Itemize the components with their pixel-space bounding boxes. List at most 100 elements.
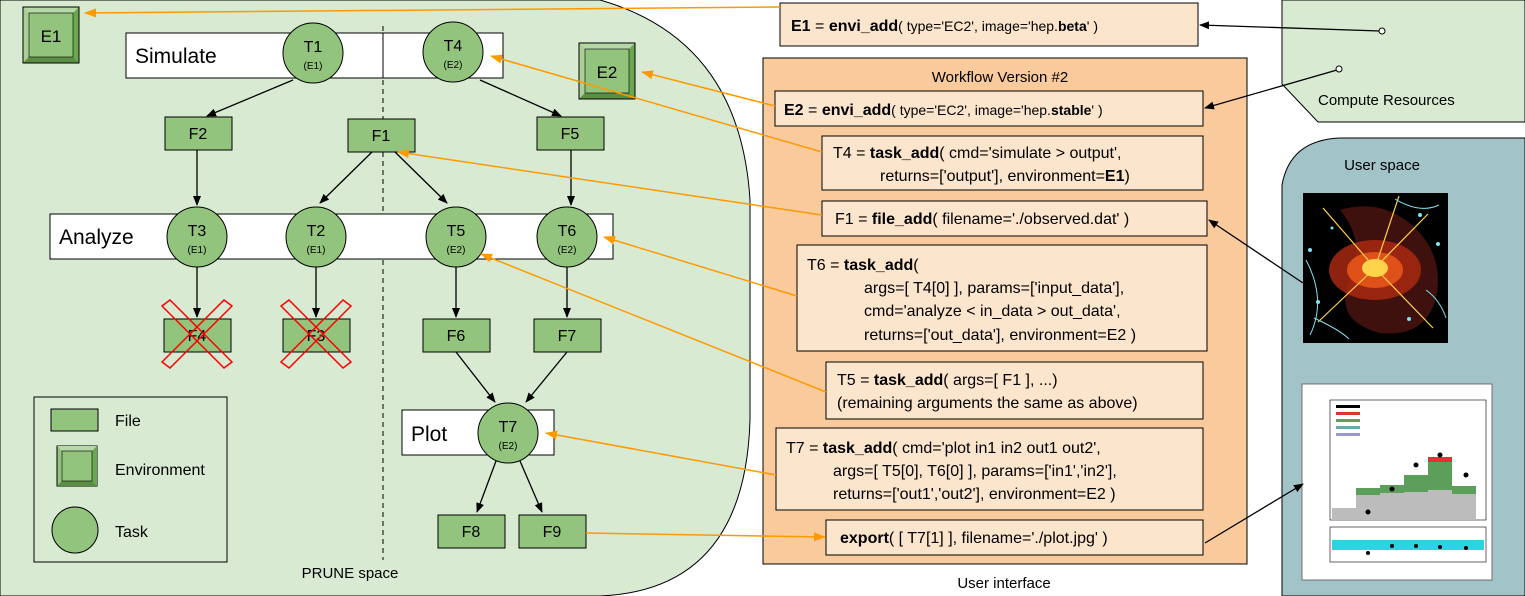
code-t6-line4: returns=['out_data'], environment=E2 )	[864, 327, 1136, 344]
file-F4	[163, 318, 232, 353]
code-e1-text: E1 = envi_add( type='EC2', image='hep.be…	[791, 18, 1098, 35]
code-token: )	[1124, 168, 1129, 185]
task-id: T3	[188, 223, 207, 240]
task-T2	[285, 206, 347, 268]
orange-links	[84, 6, 827, 542]
code-token: T4 =	[833, 145, 870, 162]
task-env: (E2)	[558, 245, 577, 256]
compute-resources-label: Compute Resources	[1318, 92, 1455, 109]
stage-simulate-bar	[125, 32, 390, 79]
task-env: (E2)	[447, 245, 466, 256]
code-token: ( args=[ F1 ], ...)	[943, 372, 1057, 389]
env-E1	[22, 6, 80, 64]
code-token: T7 =	[786, 440, 823, 457]
code-token: task_add	[874, 372, 943, 389]
deleted-file-marks	[160, 299, 353, 369]
particle-collision-image	[1303, 193, 1448, 343]
code-token: T5 =	[837, 372, 874, 389]
code-token: ' )	[1087, 18, 1098, 34]
code-e2-text: E2 = envi_add( type='EC2', image='hep.st…	[784, 102, 1103, 119]
env-label: E2	[597, 63, 618, 82]
file-F3	[282, 318, 351, 353]
file-F1	[347, 118, 416, 153]
code-token: =	[811, 18, 829, 35]
code-token: envi_add	[822, 102, 891, 119]
env-label: E1	[41, 27, 62, 46]
code-token: returns=['output'], environment=	[880, 168, 1105, 185]
code-t5-line1: T5 = task_add( args=[ F1 ], ...)	[837, 372, 1058, 389]
file-F9	[518, 514, 587, 549]
user-interface-label: User interface	[957, 575, 1050, 592]
task-T7	[477, 402, 539, 464]
code-token: stable	[1051, 102, 1092, 118]
task-id: T2	[307, 223, 326, 240]
task-nodes	[166, 21, 598, 464]
code-t5	[825, 361, 1204, 420]
code-token: task_add	[823, 440, 892, 457]
code-t6	[796, 244, 1208, 352]
cross-icon	[160, 299, 234, 369]
task-id: T1	[304, 39, 323, 56]
dag-edges	[193, 79, 575, 513]
code-boxes	[774, 2, 1208, 556]
code-f1	[821, 200, 1208, 237]
legend-file-swatch	[50, 408, 99, 432]
code-f1-text: F1 = file_add( filename='./observed.dat'…	[835, 211, 1129, 228]
code-e2	[774, 90, 1204, 127]
code-export	[825, 519, 1204, 556]
code-t7-line2: args=[ T5[0], T6[0] ], params=['in1','in…	[833, 463, 1117, 480]
legend-environment-swatch	[56, 445, 98, 487]
code-token: =	[804, 102, 822, 119]
task-T4	[422, 21, 484, 83]
task-id: T6	[558, 223, 577, 240]
code-token: ( filename='./observed.dat' )	[932, 211, 1129, 228]
code-token: (	[913, 257, 919, 274]
task-T1	[282, 22, 344, 84]
task-T6	[536, 206, 598, 268]
code-token: export	[840, 530, 890, 547]
compute-resources-region	[1281, 0, 1525, 123]
workflow-version-label: Workflow Version #2	[932, 69, 1068, 86]
file-label: F5	[561, 126, 580, 143]
task-id: T4	[444, 38, 463, 55]
file-label: F2	[189, 126, 208, 143]
task-env: (E1)	[188, 245, 207, 256]
file-F7	[533, 318, 602, 353]
code-t7-line3: returns=['out1','out2'], environment=E2 …	[833, 486, 1116, 503]
task-id: T5	[447, 223, 466, 240]
resource-endpoint-icon	[1335, 65, 1343, 73]
file-F2	[164, 116, 233, 151]
black-links	[1199, 21, 1381, 544]
cross-icon	[279, 299, 353, 369]
task-env: (E1)	[304, 61, 323, 72]
file-label: F9	[543, 524, 562, 541]
file-F6	[422, 318, 491, 353]
file-label: F1	[372, 128, 391, 145]
file-label: F8	[462, 524, 481, 541]
prune-space-label: PRUNE space	[302, 565, 399, 582]
code-t6-line1: T6 = task_add(	[807, 257, 919, 274]
code-t6-line3: cmd='analyze < in_data > out_data',	[864, 303, 1121, 320]
user-space-label: User space	[1344, 157, 1420, 174]
task-T3	[166, 206, 228, 268]
code-e1	[779, 2, 1199, 47]
legend-task-label: Task	[115, 524, 149, 541]
file-label: F7	[558, 328, 577, 345]
code-token: beta	[1058, 18, 1087, 34]
code-token: envi_add	[829, 18, 898, 35]
legend-task-swatch	[51, 506, 99, 554]
code-token: ( type='EC2', image='hep.	[898, 18, 1058, 34]
task-T5	[425, 206, 487, 268]
code-t6-line2: args=[ T4[0] ], params=['input_data'],	[864, 280, 1124, 297]
code-token: ( [ T7[1] ], filename='./plot.jpg' )	[889, 530, 1108, 547]
code-export-text: export( [ T7[1] ], filename='./plot.jpg'…	[840, 530, 1108, 547]
stage-simulate-label: Simulate	[135, 45, 217, 68]
file-label: F4	[188, 328, 207, 345]
file-F8	[437, 514, 506, 549]
code-t4-line1: T4 = task_add( cmd='simulate > output',	[833, 145, 1121, 162]
stage-analyze-label: Analyze	[59, 226, 134, 249]
task-env: (E2)	[499, 441, 518, 452]
legend-file-label: File	[115, 413, 141, 430]
code-t4-line2: returns=['output'], environment=E1)	[880, 168, 1130, 185]
